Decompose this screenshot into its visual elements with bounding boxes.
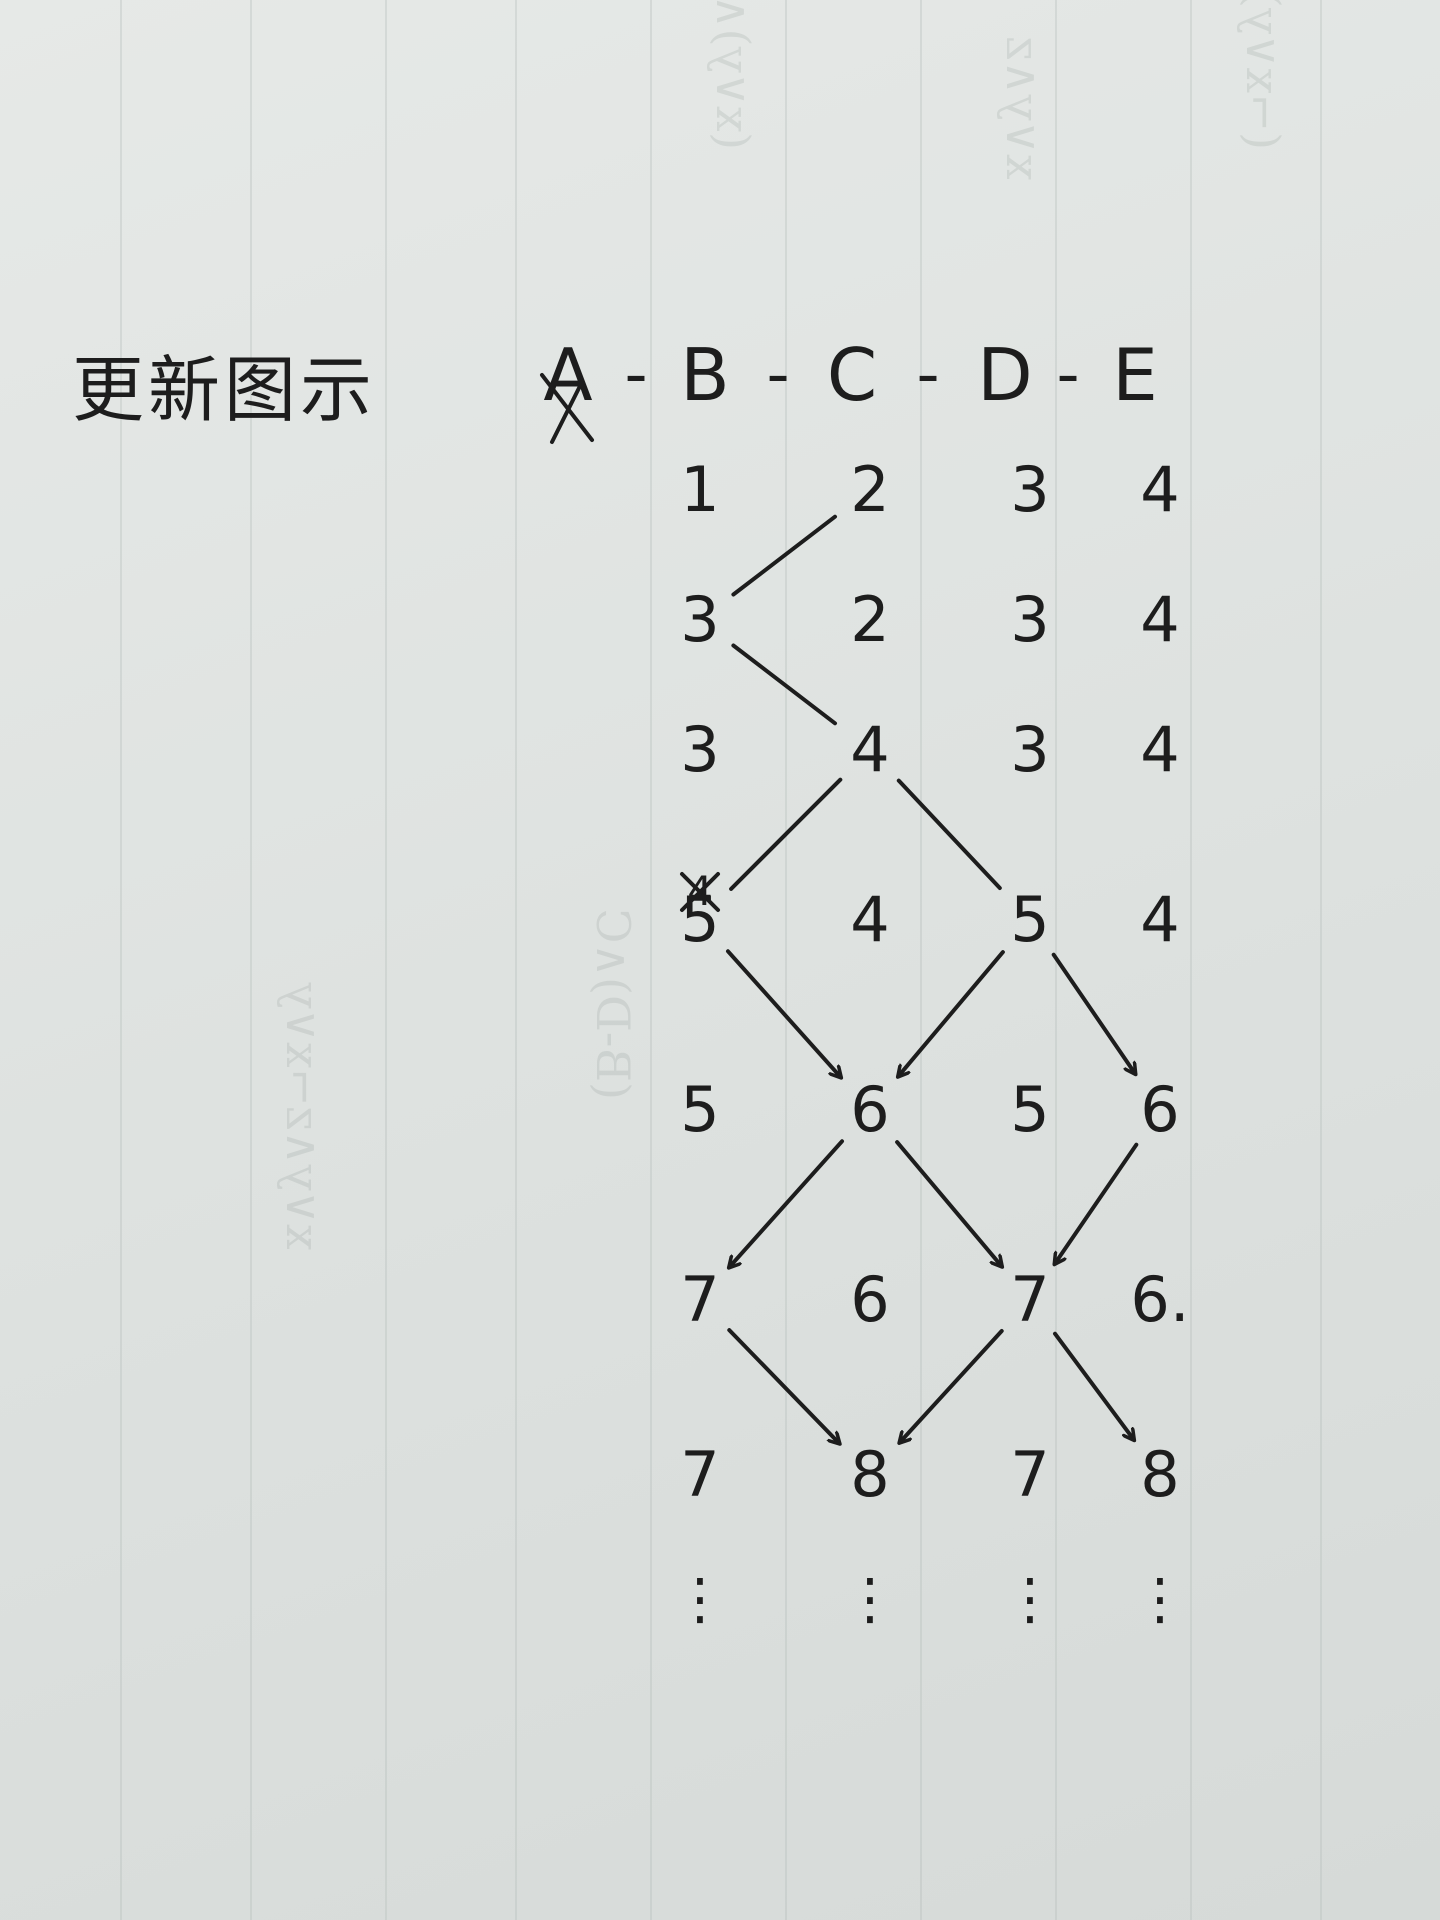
grid-value-r2-c1: 4	[850, 713, 890, 786]
update-arrow	[1055, 1142, 1139, 1264]
update-arrow	[727, 1328, 839, 1443]
grid-value-r1-c1: 2	[850, 583, 890, 656]
ruled-line	[515, 0, 517, 1920]
path-node-c: C	[826, 333, 878, 417]
crossed-out-value: 4	[687, 869, 713, 915]
grid-value-r0-c2: 3	[1010, 453, 1050, 526]
crossed-out-a-stroke	[540, 373, 594, 442]
ruled-line	[920, 0, 922, 1920]
grid-value-r3-c3: 4	[1140, 883, 1180, 956]
grid-value-r2-c2: 3	[1010, 713, 1050, 786]
grid-value-r4-c2: 5	[1010, 1073, 1050, 1146]
strikethrough-mark	[680, 872, 720, 912]
grid-value-r0-c0: 1	[680, 453, 720, 526]
path-separator: -	[624, 338, 648, 412]
grid-value-r4-c1: 6	[850, 1073, 890, 1146]
diagram-title: 更新图示	[72, 348, 377, 432]
path-separator: -	[766, 338, 790, 412]
grid-value-r3-c2: 5	[1010, 883, 1050, 956]
grid-value-r4-c3: 6	[1140, 1073, 1180, 1146]
grid-value-r6-c2: 7	[1010, 1438, 1050, 1511]
update-link	[896, 778, 1002, 890]
grid-value-r5-c2: 7	[1010, 1263, 1050, 1336]
grid-value-r3-c1: 4	[850, 883, 890, 956]
continuation-dots: ⋮	[1132, 1567, 1188, 1632]
ruled-line	[785, 0, 787, 1920]
ruled-line	[250, 0, 252, 1920]
grid-value-r4-c0: 5	[680, 1073, 720, 1146]
grid-value-r1-c2: 3	[1010, 583, 1050, 656]
grid-value-r6-c3: 8	[1140, 1438, 1180, 1511]
path-node-b: B	[680, 333, 730, 417]
update-arrow	[1053, 1331, 1134, 1440]
grid-value-r1-c0: 3	[680, 583, 720, 656]
update-arrow	[1051, 952, 1136, 1074]
update-arrow	[900, 1329, 1004, 1443]
grid-value-r0-c3: 4	[1140, 453, 1180, 526]
ruled-line	[385, 0, 387, 1920]
path-separator: -	[1056, 338, 1080, 412]
update-arrow	[729, 1139, 844, 1267]
ruled-line	[650, 0, 652, 1920]
continuation-dots: ⋮	[1002, 1567, 1058, 1632]
grid-value-r6-c0: 7	[680, 1438, 720, 1511]
grid-value-r5-c3: 6.	[1130, 1263, 1190, 1336]
crossed-out-a-stroke	[550, 380, 584, 444]
grid-value-r5-c1: 6	[850, 1263, 890, 1336]
update-link	[731, 514, 837, 597]
update-link	[731, 643, 837, 726]
path-node-d: D	[977, 333, 1033, 417]
update-arrow	[726, 949, 841, 1077]
grid-value-r2-c0: 3	[680, 713, 720, 786]
path-node-a: A	[543, 333, 593, 417]
path-separator: -	[916, 338, 940, 412]
ruled-line	[1320, 0, 1322, 1920]
grid-value-r5-c0: 7	[680, 1263, 720, 1336]
continuation-dots: ⋮	[672, 1567, 728, 1632]
grid-value-r2-c3: 4	[1140, 713, 1180, 786]
ruled-line	[120, 0, 122, 1920]
grid-value-r1-c3: 4	[1140, 583, 1180, 656]
grid-value-r3-c0: 5	[680, 883, 720, 956]
grid-value-r6-c1: 8	[850, 1438, 890, 1511]
update-link	[729, 777, 843, 891]
path-node-e: E	[1112, 333, 1158, 417]
grid-value-r0-c1: 2	[850, 453, 890, 526]
update-arrow	[895, 1140, 1002, 1266]
continuation-dots: ⋮	[842, 1567, 898, 1632]
update-arrow	[898, 950, 1005, 1076]
ruled-line	[1190, 0, 1192, 1920]
